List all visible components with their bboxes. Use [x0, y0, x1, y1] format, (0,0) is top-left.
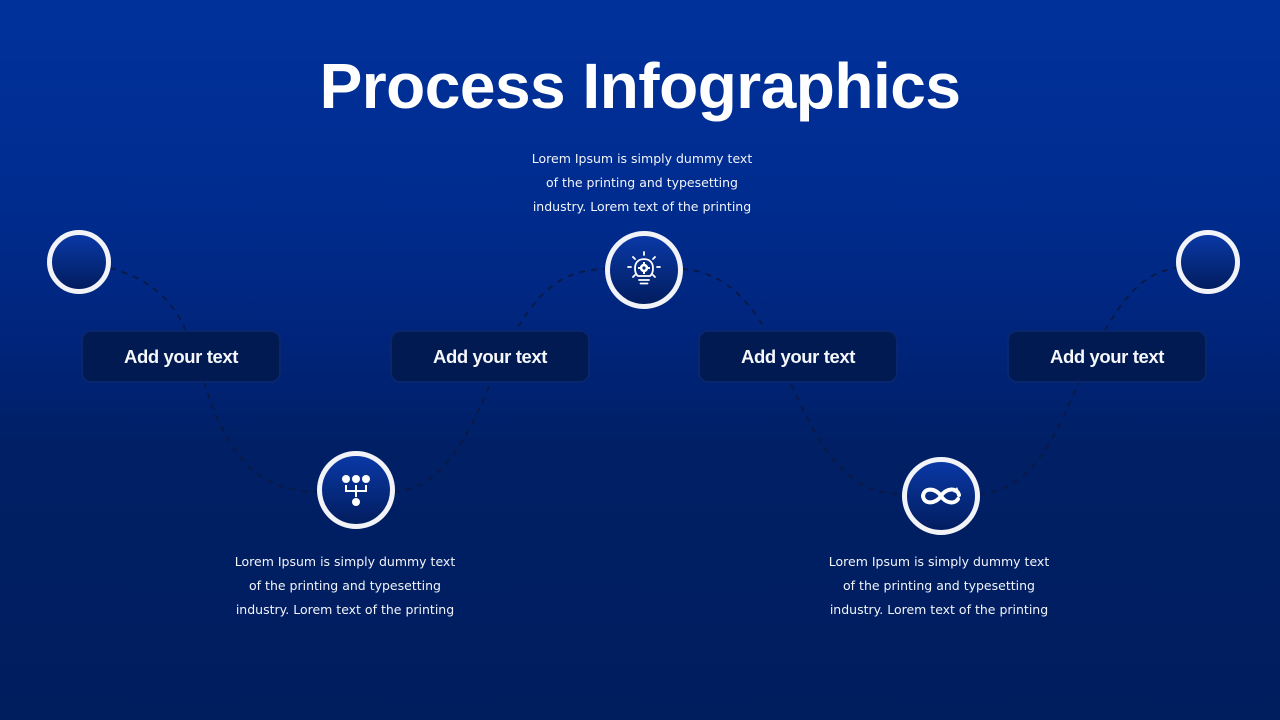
description-line: industry. Lorem text of the printing: [235, 602, 455, 617]
hierarchy-icon: [342, 475, 370, 506]
slide-title: Process Infographics: [319, 50, 961, 122]
step-3-node: [605, 231, 683, 309]
step-4-description: Lorem Ipsum is simply dummy text of the …: [789, 550, 1089, 622]
description-line: Lorem Ipsum is simply dummy text: [828, 554, 1050, 569]
description-line: Lorem Ipsum is simply dummy text: [234, 554, 456, 569]
step-4-node: [902, 457, 980, 535]
step-1-label[interactable]: Add your text: [81, 330, 281, 383]
step-3-description: Lorem Ipsum is simply dummy text of the …: [492, 147, 792, 219]
step-2-label[interactable]: Add your text: [390, 330, 590, 383]
step-2-node: [317, 451, 395, 529]
description-line: industry. Lorem text of the printing: [532, 199, 752, 214]
step-5-node: [1176, 230, 1240, 294]
description-line: of the printing and typesetting: [546, 175, 738, 190]
lightbulb-gear-icon: [627, 251, 661, 285]
description-line: of the printing and typesetting: [843, 578, 1035, 593]
step-3-label[interactable]: Add your text: [698, 330, 898, 383]
description-line: of the printing and typesetting: [249, 578, 441, 593]
step-4-label[interactable]: Add your text: [1007, 330, 1207, 383]
description-line: industry. Lorem text of the printing: [829, 602, 1049, 617]
description-line: Lorem Ipsum is simply dummy text: [531, 151, 753, 166]
step-1-node: [47, 230, 111, 294]
infinity-loop-icon: [920, 487, 961, 505]
step-2-description: Lorem Ipsum is simply dummy text of the …: [195, 550, 495, 622]
